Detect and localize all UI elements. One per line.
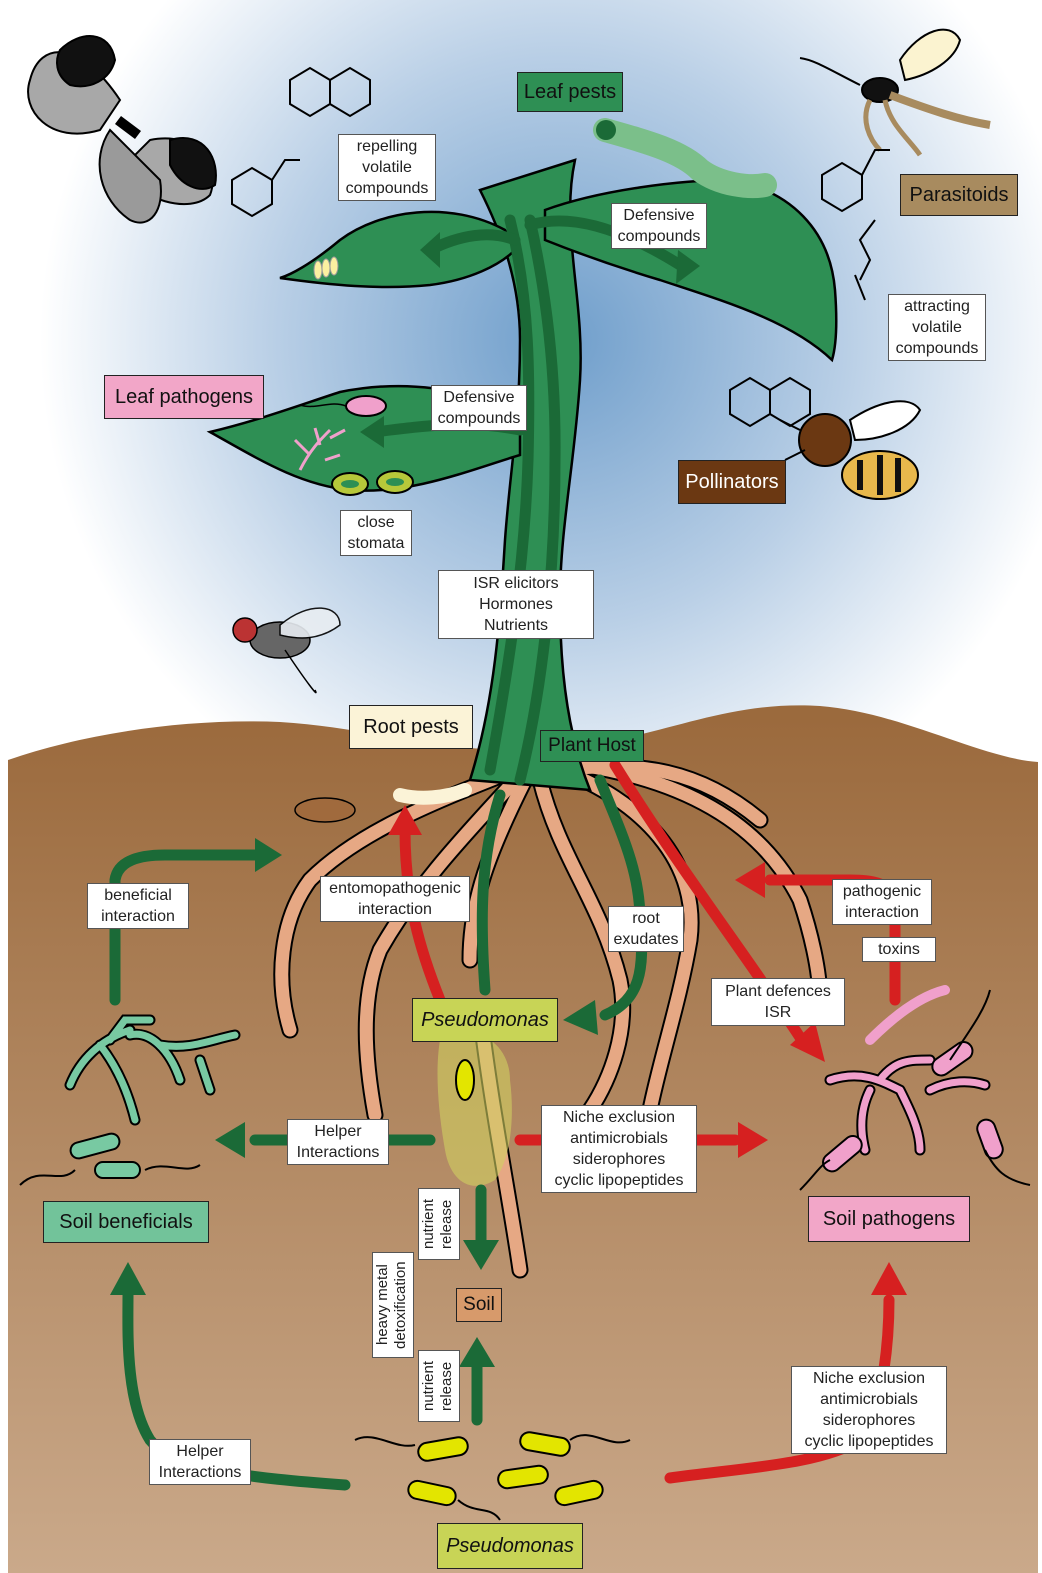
pupa-icon [295,798,355,822]
defensive-compounds-upper-note: Defensive compounds [611,203,707,249]
entomopathogenic-note: entomopathogenic interaction [320,876,470,922]
heavy-metal-detoxification-note: heavy metal detoxification [372,1252,414,1358]
nutrient-release-upper-note: nutrient release [418,1188,460,1260]
niche-exclusion-upper-note: Niche exclusion antimicrobials sideropho… [541,1105,697,1193]
isr-elicitors-note: ISR elicitors Hormones Nutrients [438,570,594,639]
root-colonization-zone [438,1032,512,1186]
beneficial-bacterium-icon [95,1162,140,1178]
leaf-pests-label: Leaf pests [517,72,623,112]
leaf-pathogens-label: Leaf pathogens [104,375,264,419]
soil-pathogens-label: Soil pathogens [808,1196,970,1242]
leaf-pathogen-bacterium-icon [346,396,386,416]
pseudomonas-soil-label: Pseudomonas [437,1523,583,1569]
pseudomonas-on-root-icon [456,1060,474,1100]
toxins-note: toxins [862,937,936,962]
plant-defences-isr-note: Plant defences ISR [711,978,845,1026]
helper-interactions-upper-note: Helper Interactions [287,1119,389,1165]
attracting-volatile-note: attracting volatile compounds [888,294,986,361]
pollinators-label: Pollinators [678,460,786,504]
repelling-volatile-note: repelling volatile compounds [338,134,436,201]
helper-interactions-lower-note: Helper Interactions [149,1439,251,1485]
soil-beneficials-label: Soil beneficials [43,1201,209,1243]
defensive-compounds-lower-note: Defensive compounds [431,385,527,431]
nutrient-release-lower-note: nutrient release [418,1350,460,1422]
pseudomonas-root-label: Pseudomonas [412,998,558,1042]
plant-host-label: Plant Host [540,730,644,762]
grub-icon [400,790,465,798]
beneficial-interaction-note: beneficial interaction [87,883,189,929]
parasitoids-label: Parasitoids [900,174,1018,216]
pathogenic-interaction-note: pathogenic interaction [832,879,932,925]
root-exudates-note: root exudates [608,906,684,952]
root-pests-label: Root pests [349,705,473,749]
niche-exclusion-lower-note: Niche exclusion antimicrobials sideropho… [791,1366,947,1454]
soil-label: Soil [456,1288,502,1322]
close-stomata-note: close stomata [340,510,412,556]
